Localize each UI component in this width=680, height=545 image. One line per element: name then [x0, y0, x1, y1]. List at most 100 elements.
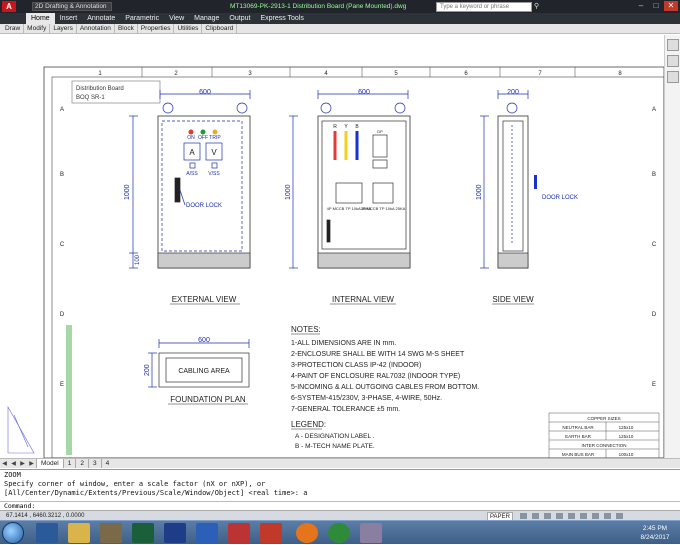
sheet-border	[43, 66, 664, 458]
row-label: B	[60, 172, 64, 178]
panel-annotation[interactable]: Annotation	[77, 24, 115, 33]
word-icon[interactable]	[164, 523, 186, 543]
column-label: 4	[324, 71, 328, 77]
tab-layout-1[interactable]: 1	[62, 459, 76, 468]
first-tab-icon[interactable]: ◀	[2, 460, 7, 467]
clean-screen-icon[interactable]	[616, 513, 623, 519]
search-icon[interactable]: ⚲	[534, 3, 540, 10]
app-logo[interactable]: A	[2, 1, 16, 12]
workspace-dropdown[interactable]: 2D Drafting & Annotation	[32, 2, 112, 11]
layout-tabs: ◀ ◀ ▶ ▶ Model 1 2 3 4	[0, 458, 680, 468]
drawing-canvas[interactable]: 1 2 3 4 5 6 7 8 A B C D E A B C D E Dist…	[0, 35, 680, 458]
side-height-dim: 1000	[476, 184, 483, 200]
panel-properties[interactable]: Properties	[138, 24, 175, 33]
command-history-line: [All/Center/Dynamic/Extents/Previous/Sca…	[4, 489, 308, 497]
clock[interactable]: 2:45 PM 8/24/2017	[635, 524, 675, 542]
note-item: 7-GENERAL TOLERANCE ±5 mm.	[291, 406, 400, 413]
minimize-icon[interactable]: –	[638, 1, 644, 10]
lock-icon[interactable]	[580, 513, 587, 519]
side-view-title: SIDE VIEW	[492, 295, 534, 304]
copper-table	[548, 412, 660, 458]
foundation-plan	[148, 339, 250, 388]
paint-icon[interactable]	[360, 523, 382, 543]
side-view	[480, 90, 529, 269]
chrome-icon[interactable]	[328, 523, 350, 543]
tab-output[interactable]: Output	[229, 15, 251, 22]
firefox-icon[interactable]	[296, 523, 318, 543]
tab-layout-2[interactable]: 2	[75, 459, 88, 468]
zoom-icon[interactable]	[667, 55, 679, 67]
column-label: 1	[98, 71, 102, 77]
taskbar: 2:45 PM 8/24/2017	[0, 520, 680, 544]
hardware-icon[interactable]	[592, 513, 599, 519]
next-tab-icon[interactable]: ▶	[20, 460, 25, 467]
prev-tab-icon[interactable]: ◀	[11, 460, 16, 467]
search-input[interactable]: Type a keyword or phrase	[436, 2, 532, 12]
title-bar: A 2D Drafting & Annotation MT13069-PK-29…	[0, 0, 680, 13]
command-input[interactable]: Command:	[0, 501, 680, 510]
visibility-icon[interactable]	[556, 513, 563, 519]
outlook-icon[interactable]	[196, 523, 218, 543]
panel-utilities[interactable]: Utilities	[174, 24, 203, 33]
tab-insert[interactable]: Insert	[59, 15, 78, 22]
close-icon[interactable]: ✕	[664, 1, 678, 11]
found-depth-dim: 200	[144, 364, 151, 376]
mccb-4p-label: 4P MCCB TP 10kA 25KA	[327, 206, 372, 211]
cabling-area-label: CABLING AREA	[178, 368, 230, 375]
ext-height-dim: 1000	[124, 184, 131, 200]
quickview-icon[interactable]	[532, 513, 539, 519]
tab-layout-4[interactable]: 4	[100, 459, 114, 468]
int-width-dim: 600	[358, 89, 370, 96]
door-lock-label: DOOR LOCK	[186, 203, 222, 209]
acrobat-icon[interactable]	[260, 523, 282, 543]
start-button[interactable]	[2, 522, 24, 544]
excel-icon[interactable]	[132, 523, 154, 543]
copper-row-label: INTER CONNECTION	[582, 443, 627, 448]
tab-manage[interactable]: Manage	[194, 15, 220, 22]
int-height-dim: 1000	[285, 184, 292, 200]
panel-clipboard[interactable]: Clipboard	[202, 24, 238, 33]
pan-icon[interactable]	[667, 39, 679, 51]
explorer-icon[interactable]	[68, 523, 90, 543]
tab-express-tools[interactable]: Express Tools	[260, 15, 304, 22]
last-tab-icon[interactable]: ▶	[29, 460, 34, 467]
tab-home[interactable]: Home	[26, 13, 55, 24]
autocad-icon[interactable]	[228, 523, 250, 543]
isolate-icon[interactable]	[604, 513, 611, 519]
legend-item: B - M-TECH NAME PLATE.	[295, 443, 375, 450]
row-label: A	[60, 107, 64, 113]
annotation-scale-icon[interactable]	[544, 513, 551, 519]
panel-modify[interactable]: Modify	[24, 24, 51, 33]
tab-parametric[interactable]: Parametric	[125, 15, 160, 22]
found-width-dim: 600	[198, 337, 210, 344]
orbit-icon[interactable]	[667, 71, 679, 83]
external-view	[129, 90, 251, 269]
side-door-lock-label: DOOR LOCK	[542, 195, 578, 201]
panel-layers[interactable]: Layers	[50, 24, 77, 33]
panel-draw[interactable]: Draw	[2, 24, 25, 33]
row-label: C	[60, 242, 65, 248]
media-icon[interactable]	[100, 523, 122, 543]
note-item: 1-ALL DIMENSIONS ARE IN mm.	[291, 340, 396, 347]
tab-view[interactable]: View	[169, 15, 185, 22]
voltmeter-selector-label: V/SS	[208, 171, 220, 177]
copper-row-label: EARTH BAR	[565, 434, 591, 439]
label-trip: TRIP	[209, 135, 221, 141]
coordinates-readout: 67.1414 , 6460.3212 , 0.0000	[6, 513, 85, 519]
ext-width-dim: 600	[199, 89, 211, 96]
copper-row-value: 125x10	[619, 434, 634, 439]
tab-model[interactable]: Model	[36, 459, 63, 468]
maximize-icon[interactable]: □	[653, 1, 659, 10]
workspace-icon[interactable]	[568, 513, 575, 519]
external-view-title: EXTERNAL VIEW	[172, 295, 237, 304]
tab-annotate[interactable]: Annotate	[87, 15, 116, 22]
notes-title: NOTES:	[291, 325, 321, 334]
ie-icon[interactable]	[36, 523, 58, 543]
copper-row-value: 100x10	[619, 452, 634, 457]
layout-icon[interactable]	[520, 513, 527, 519]
phase-y-label: Y	[344, 124, 348, 130]
note-item: 5-INCOMING & ALL OUTGOING CABLES FROM BO…	[291, 384, 479, 391]
panel-block[interactable]: Block	[115, 24, 138, 33]
copper-row-label: MAIN BUS BAR	[562, 452, 595, 457]
tab-layout-3[interactable]: 3	[87, 459, 101, 468]
